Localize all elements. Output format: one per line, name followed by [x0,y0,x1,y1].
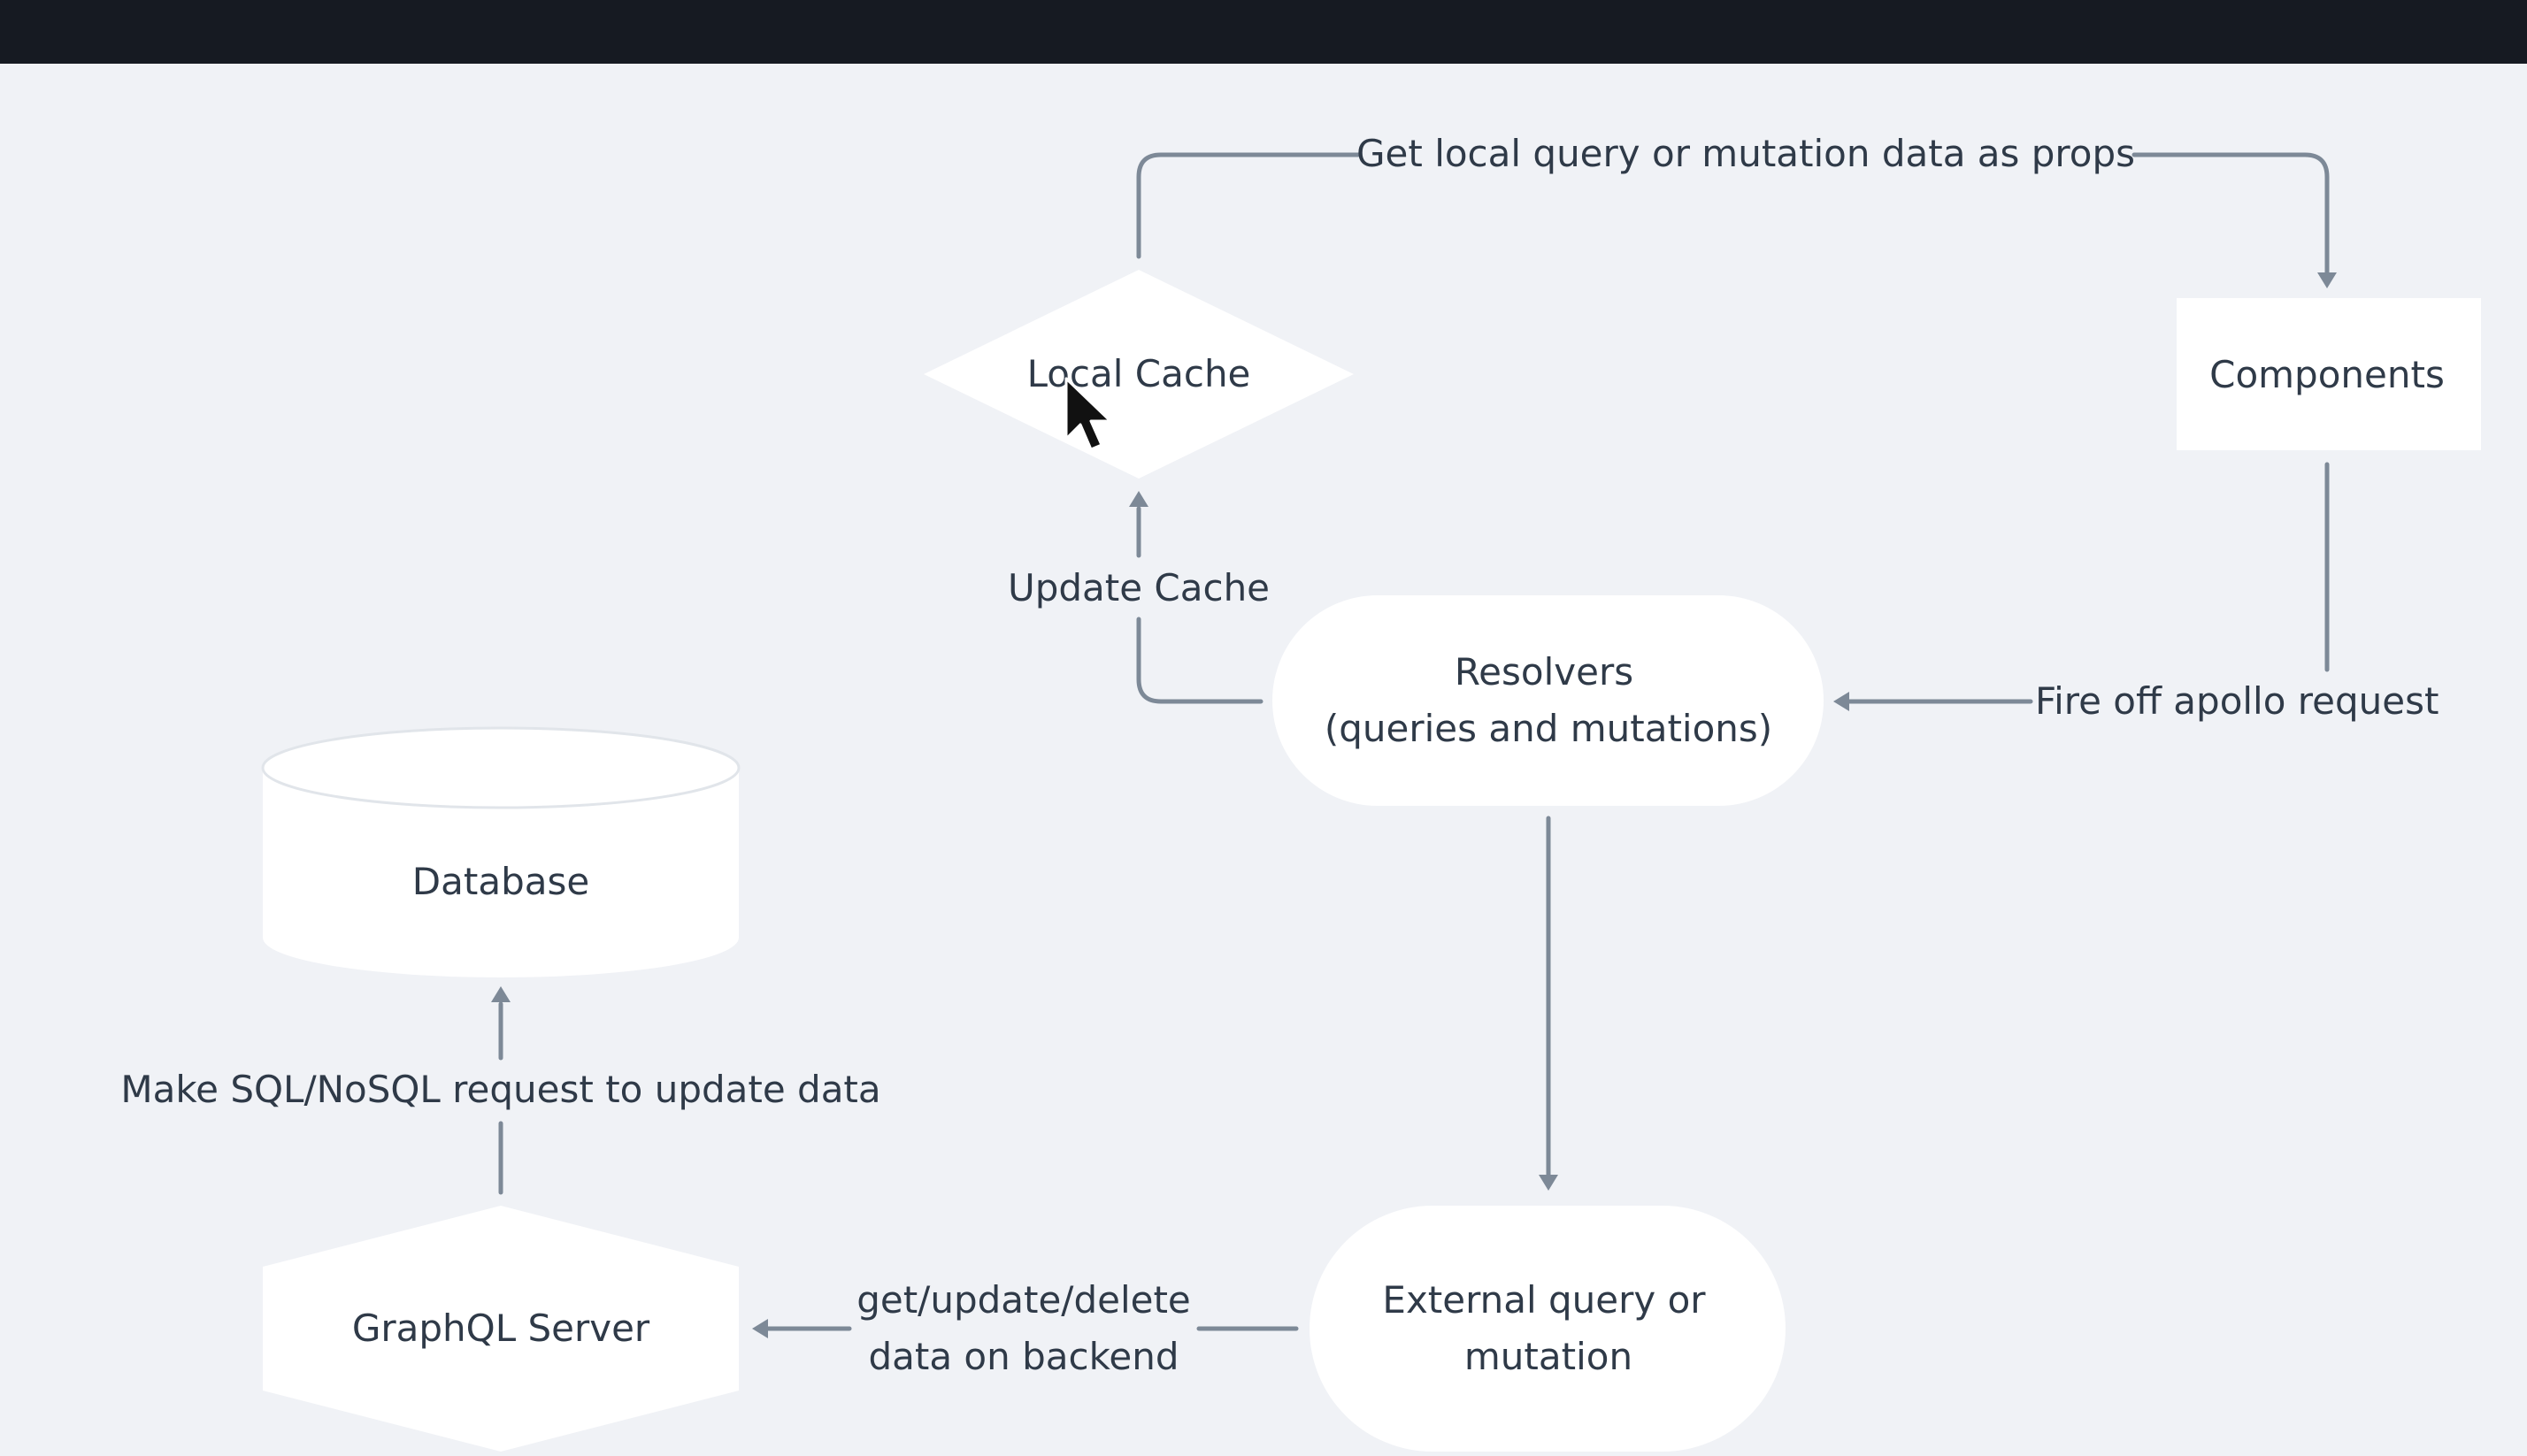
node-resolvers[interactable]: Resolvers (queries and mutations) [1272,595,1824,806]
database-label: Database [412,860,589,903]
local-cache-label: Local Cache [1027,352,1251,395]
external-label-line2: mutation [1464,1335,1632,1378]
edge-cache-to-components-right [2131,152,2330,277]
database-body [263,768,739,977]
edge-cache-to-components-left [1136,152,1361,259]
edge-label-update-cache: Update Cache [1008,566,1270,609]
edge-resolvers-to-cache-bottom [1136,617,1264,704]
components-label: Components [2209,353,2445,396]
edge-label-data-on-backend: data on backend [868,1335,1179,1378]
resolvers-label-line1: Resolvers [1455,650,1633,694]
edge-label-make-sql-request: Make SQL/NoSQL request to update data [120,1068,880,1111]
arrowhead-resolvers [1833,692,1849,711]
arrowhead-cache [1129,491,1148,507]
graphql-server-shape [263,1206,739,1452]
node-components[interactable]: Components [2177,298,2481,450]
resolvers-label-line2: (queries and mutations) [1325,707,1772,750]
node-external-query[interactable]: External query or mutation [1310,1206,1786,1452]
node-local-cache[interactable]: Local Cache [924,270,1354,479]
node-database[interactable]: Database [261,726,741,977]
local-cache-shape [924,270,1354,479]
arrowhead-server [752,1319,768,1338]
mouse-cursor-icon [1064,377,1112,451]
arrowhead-database [491,986,511,1002]
edge-label-fire-off: Fire off apollo request [2035,679,2439,723]
database-top [261,726,741,809]
resolvers-shape [1272,595,1824,806]
top-bar [0,0,2527,64]
external-shape [1310,1206,1786,1452]
edge-label-get-update-delete: get/update/delete [856,1278,1191,1322]
arrowhead-external [1539,1175,1558,1191]
graphql-server-label: GraphQL Server [352,1307,650,1350]
components-shape [2177,298,2481,450]
node-graphql-server[interactable]: GraphQL Server [263,1206,739,1452]
edge-label-get-local-data: Get local query or mutation data as prop… [1356,132,2135,175]
arrowhead-components [2317,272,2337,288]
external-label-line1: External query or [1382,1278,1706,1322]
